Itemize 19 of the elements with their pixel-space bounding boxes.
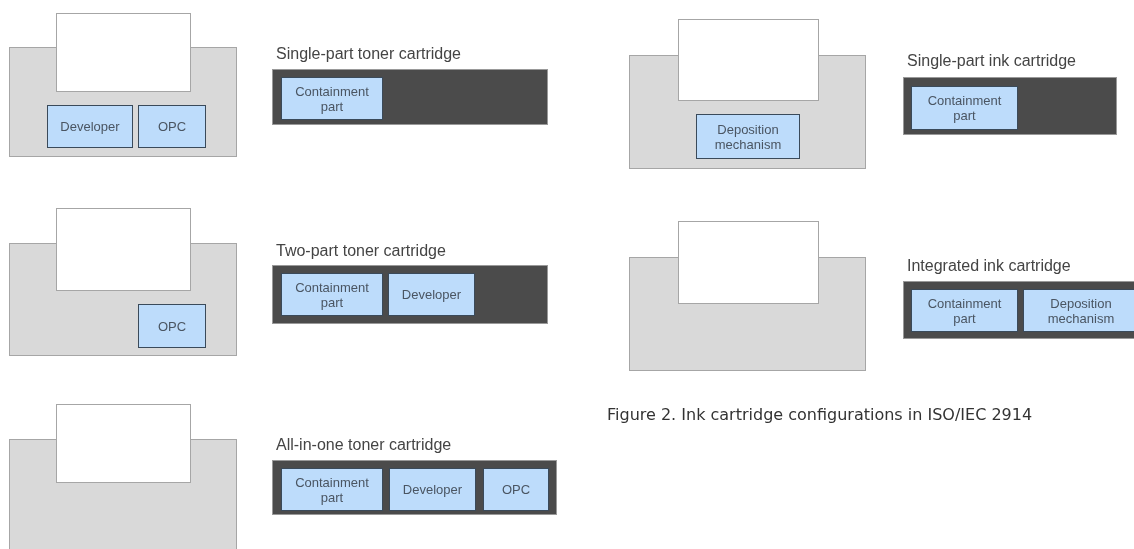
cartridge-heading: Integrated ink cartridge <box>907 257 1071 275</box>
component-box: OPC <box>138 304 206 348</box>
component-box: Containment part <box>281 77 383 120</box>
cartridge-heading: All-in-one toner cartridge <box>276 436 452 454</box>
cartridge-heading: Single-part ink cartridge <box>907 52 1076 70</box>
cartridge-heading: Two-part toner cartridge <box>276 242 446 260</box>
component-box: OPC <box>138 105 206 148</box>
component-box: Deposition mechanism <box>1023 289 1134 332</box>
component-box: Containment part <box>281 273 383 316</box>
component-box: OPC <box>483 468 549 511</box>
figure-caption: Figure 2. Ink cartridge configurations in ISO/IEC 2914 <box>607 405 1033 424</box>
component-box: Developer <box>47 105 133 148</box>
component-box: Containment part <box>281 468 383 511</box>
component-box: Containment part <box>911 86 1018 130</box>
component-box: Deposition mechanism <box>696 114 800 159</box>
component-box: Developer <box>389 468 476 511</box>
component-box: Containment part <box>911 289 1018 332</box>
component-box: Developer <box>388 273 475 316</box>
cartridge-heading: Single-part toner cartridge <box>276 45 461 63</box>
